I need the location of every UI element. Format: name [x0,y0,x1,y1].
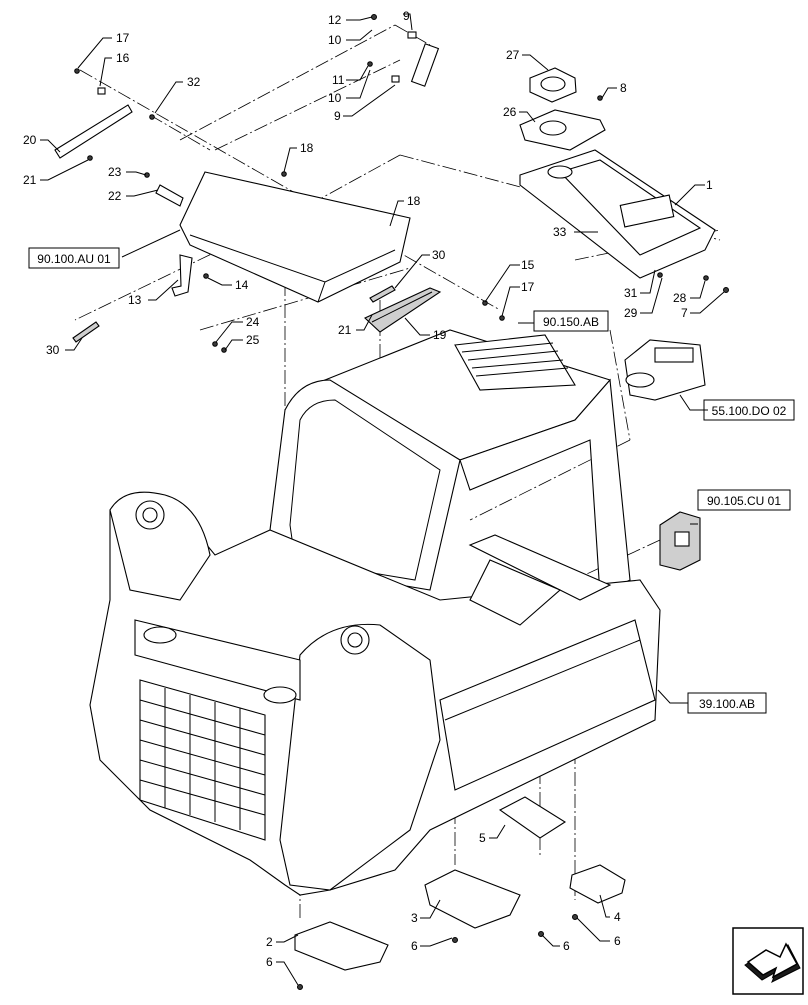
callout-30: 30 [432,248,446,262]
cab-assembly [89,329,661,896]
fasteners [74,14,729,990]
callout-22: 22 [108,189,122,203]
bracket-13 [171,254,193,297]
callout-6: 6 [614,934,621,948]
rear-grille [139,679,266,841]
side-components [624,339,706,571]
ref-39-100-ab-text: 39.100.AB [699,697,755,711]
callout-33: 33 [553,225,567,239]
callout-6: 6 [563,939,570,953]
callout-18: 18 [407,194,421,208]
callout-30: 30 [46,343,60,357]
callout-27: 27 [506,48,520,62]
callout-17: 17 [521,280,535,294]
cover-3 [424,869,521,929]
callout-11: 11 [332,73,345,87]
callout-24: 24 [246,315,260,329]
ref-box-55-100-do-02[interactable]: 55.100.DO 02 [703,399,795,421]
callout-25: 25 [246,333,260,347]
callout-31: 31 [624,286,638,300]
console-55-100 [624,339,706,401]
callout-14: 14 [235,278,249,292]
callout-4: 4 [614,910,621,924]
strip-30-left [72,321,100,343]
top-right-panels [519,67,716,279]
ref-box-39-100-ab[interactable]: 39.100.AB [687,692,767,714]
cover-2 [294,921,389,971]
callout-28: 28 [673,291,687,305]
callout-21: 21 [23,173,37,187]
callout-9: 9 [334,109,341,123]
ref-90-105-cu-01-text: 90.105.CU 01 [707,494,781,508]
link-22 [155,184,184,207]
next-page-arrow-icon[interactable] [732,927,804,995]
callout-1: 1 [706,178,713,192]
ref-box-90-100-au-01[interactable]: 90.100.AU 01 [28,247,120,269]
callout-21: 21 [338,323,352,337]
callout-23: 23 [108,165,122,179]
callout-10: 10 [328,33,342,47]
strip-30-top [369,285,396,303]
ref-55-100-do-02-text: 55.100.DO 02 [712,404,787,418]
bracket-20 [54,104,133,159]
ref-box-90-150-ab[interactable]: 90.150.AB [533,310,609,332]
callout-8: 8 [620,81,627,95]
callout-19: 19 [433,328,447,342]
callout-5: 5 [479,831,486,845]
callout-labels: 17 16 32 20 21 12 10 9 11 10 9 27 8 26 1… [23,9,713,969]
ref-90-100-au-01-text: 90.100.AU 01 [37,252,111,266]
bracket-19 [364,287,442,333]
callout-9: 9 [403,9,410,23]
callout-17: 17 [116,31,130,45]
callout-13: 13 [128,293,142,307]
roof-parts [54,104,442,343]
cover-5 [498,796,567,839]
callout-15: 15 [521,258,535,272]
side-panel [439,619,656,791]
bracket-90-105 [659,511,701,571]
roof-vent-grille [454,334,576,391]
ref-90-150-ab-text: 90.150.AB [543,315,599,329]
callout-26: 26 [503,105,517,119]
callout-16: 16 [116,51,130,65]
callout-10: 10 [328,91,342,105]
bottom-covers [294,796,626,971]
callout-3: 3 [411,911,418,925]
callout-12: 12 [328,13,342,27]
cover-4 [569,864,626,904]
callout-18: 18 [300,141,314,155]
callout-6: 6 [266,955,273,969]
callout-2: 2 [266,935,273,949]
ref-box-90-105-cu-01[interactable]: 90.105.CU 01 [697,489,791,511]
callout-29: 29 [624,306,638,320]
leader-lines [40,13,725,986]
callout-20: 20 [23,133,37,147]
callout-6: 6 [411,939,418,953]
roof-cover [179,171,411,303]
callout-7: 7 [681,306,688,320]
callout-32: 32 [187,75,201,89]
